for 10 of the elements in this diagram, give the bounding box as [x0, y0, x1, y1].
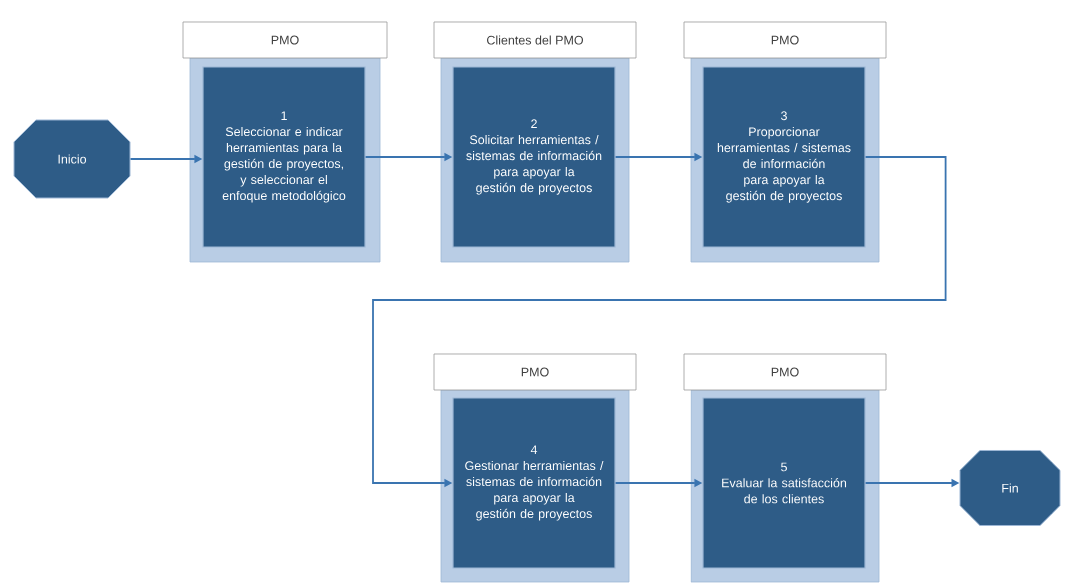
- header-box: PMO: [433, 353, 637, 391]
- header-box: PMO: [683, 353, 887, 391]
- process-box: 4 Gestionar herramientas / sistemas de información para apoyar la gestión de proyectos: [452, 397, 616, 569]
- process-box: 5 Evaluar la satisfacción de los clientes: [702, 397, 866, 569]
- process-box: 3 Proporcionar herramientas / sistemas de información para apoyar la gestión de proyectos: [702, 66, 866, 248]
- header-box: PMO: [683, 21, 887, 59]
- header-box: PMO: [182, 21, 388, 59]
- process-box: 1 Seleccionar e indicar herramientas para la gestión de proyectos, y seleccionar el enfoque metodológico: [202, 66, 366, 248]
- process-box: 2 Solicitar herramientas / sistemas de información para apoyar la gestión de proyectos: [452, 66, 616, 248]
- header-box: Clientes del PMO: [433, 21, 637, 59]
